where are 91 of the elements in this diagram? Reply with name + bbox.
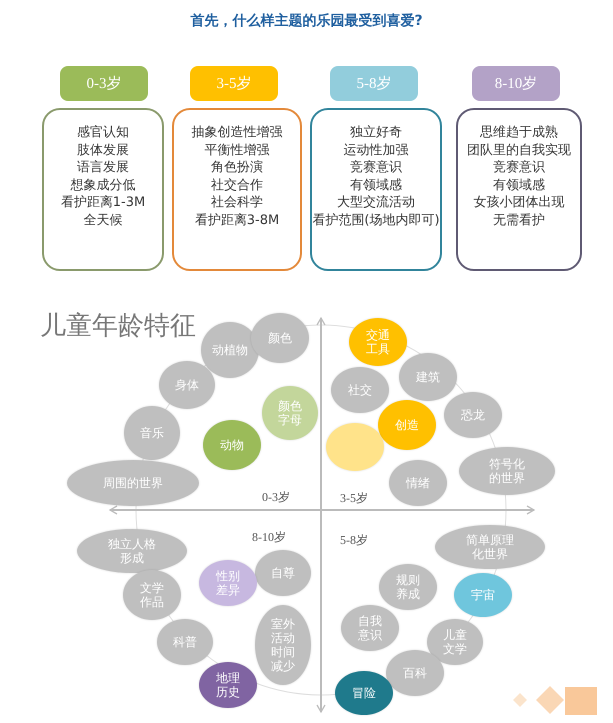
topic-text: 周围的世界 — [103, 476, 163, 490]
topic-bubble — [203, 420, 261, 470]
topic-bubble — [427, 619, 483, 665]
trait-card — [42, 108, 164, 271]
topic-bubble — [199, 662, 257, 708]
topic-bubble — [251, 313, 309, 363]
quadrant-label: 5-8岁 — [340, 532, 368, 549]
topic-bubble — [389, 460, 447, 506]
topic-text: 身体 — [175, 378, 199, 392]
quadrant-label: 8-10岁 — [252, 529, 286, 546]
trait-text: 无需看护 — [493, 212, 545, 229]
section-heading: 儿童年龄特征 — [40, 310, 196, 342]
topic-bubble — [444, 392, 502, 438]
topic-bubble — [157, 619, 213, 665]
topic-bubble — [379, 564, 437, 610]
trait-text: 肢体发展 — [77, 142, 129, 159]
topic-text: 情绪 — [406, 476, 430, 490]
trait-text: 平衡性增强 — [204, 142, 270, 159]
topic-text: 儿童文学 — [443, 628, 467, 656]
trait-text: 团队里的自我实现 — [467, 142, 571, 159]
topic-text: 自我意识 — [358, 614, 382, 642]
topic-text: 规则养成 — [396, 573, 420, 601]
topic-text: 交通工具 — [366, 328, 390, 356]
topic-text: 地理历史 — [216, 671, 240, 699]
topic-text: 自尊 — [271, 566, 295, 580]
trait-text: 女孩小团体出现 — [474, 194, 564, 212]
trait-text: 抽象创造性增强 — [192, 124, 282, 142]
trait-text: 独立好奇 — [350, 124, 402, 142]
trait-text: 想象成分低 — [70, 176, 136, 194]
topic-bubble — [255, 605, 311, 685]
topic-bubble — [255, 550, 311, 596]
topic-bubble — [386, 650, 444, 696]
topic-text: 科普 — [173, 635, 197, 649]
trait-text: 看护距离1-3M — [60, 194, 146, 212]
topic-text: 文学作品 — [140, 581, 164, 609]
age-tab: 5-8岁 — [330, 66, 418, 101]
trait-text: 有领域感 — [350, 176, 402, 194]
topic-text: 性别差异 — [216, 569, 240, 597]
heading: 首先，什么样主题的乐园最受到喜爱? — [189, 12, 424, 30]
topic-bubble — [335, 671, 393, 715]
trait-text: 看护距离3-8M — [194, 212, 280, 229]
topic-text: 建筑 — [416, 370, 440, 384]
trait-text: 角色扮演 — [211, 159, 263, 176]
trait-text: 大型交流活动 — [337, 194, 415, 212]
trait-text: 感官认知 — [77, 124, 129, 142]
topic-text: 创造 — [395, 418, 419, 432]
trait-text: 竞赛意识 — [493, 159, 545, 176]
quadrant-label: 0-3岁 — [262, 489, 290, 506]
trait-card — [310, 108, 442, 271]
topic-bubble — [331, 367, 389, 413]
topic-bubble — [159, 361, 215, 409]
topic-text: 简单原理化世界 — [466, 533, 514, 561]
topic-text: 社交 — [348, 383, 372, 397]
topic-text: 百科 — [403, 666, 427, 680]
trait-text: 社交合作 — [211, 176, 263, 194]
trait-text: 竞赛意识 — [350, 159, 402, 176]
topic-text: 宇宙 — [471, 588, 495, 602]
circle-bubble — [326, 423, 384, 471]
topic-bubble — [454, 573, 512, 617]
trait-text: 有领域感 — [493, 176, 545, 194]
trait-card — [456, 108, 582, 271]
age-tab: 3-5岁 — [190, 66, 278, 101]
age-tab: 0-3岁 — [60, 66, 148, 101]
age-tab: 8-10岁 — [472, 66, 560, 101]
topic-text: 恐龙 — [461, 408, 485, 422]
topic-bubble — [201, 322, 259, 378]
topic-bubble — [399, 353, 457, 401]
topic-bubble — [262, 386, 318, 440]
topic-text: 音乐 — [140, 426, 164, 440]
topic-text: 颜色 — [268, 331, 292, 345]
topic-bubble — [341, 605, 399, 651]
trait-text: 语言发展 — [77, 159, 129, 176]
trait-text: 全天候 — [84, 212, 122, 229]
topic-bubble — [349, 318, 407, 366]
topic-bubble — [199, 560, 257, 606]
topic-text: 符号化的世界 — [489, 457, 525, 485]
topic-text: 独立人格形成 — [108, 537, 156, 565]
topic-bubble — [124, 406, 180, 460]
trait-text: 看护范围(场地内即可) — [312, 212, 440, 229]
topic-text: 颜色字母 — [278, 399, 302, 427]
topic-text: 动物 — [220, 438, 244, 452]
trait-text: 运动性加强 — [344, 142, 408, 159]
trait-card — [172, 108, 302, 271]
topic-bubble — [378, 400, 436, 450]
topic-bubble — [123, 570, 181, 620]
trait-text: 社会科学 — [211, 194, 263, 212]
topic-text: 室外活动时间减少 — [271, 617, 295, 673]
topic-text: 冒险 — [352, 686, 376, 700]
topic-text: 动植物 — [212, 343, 248, 357]
trait-text: 思维趋于成熟 — [480, 124, 558, 142]
quadrant-label: 3-5岁 — [340, 490, 368, 507]
